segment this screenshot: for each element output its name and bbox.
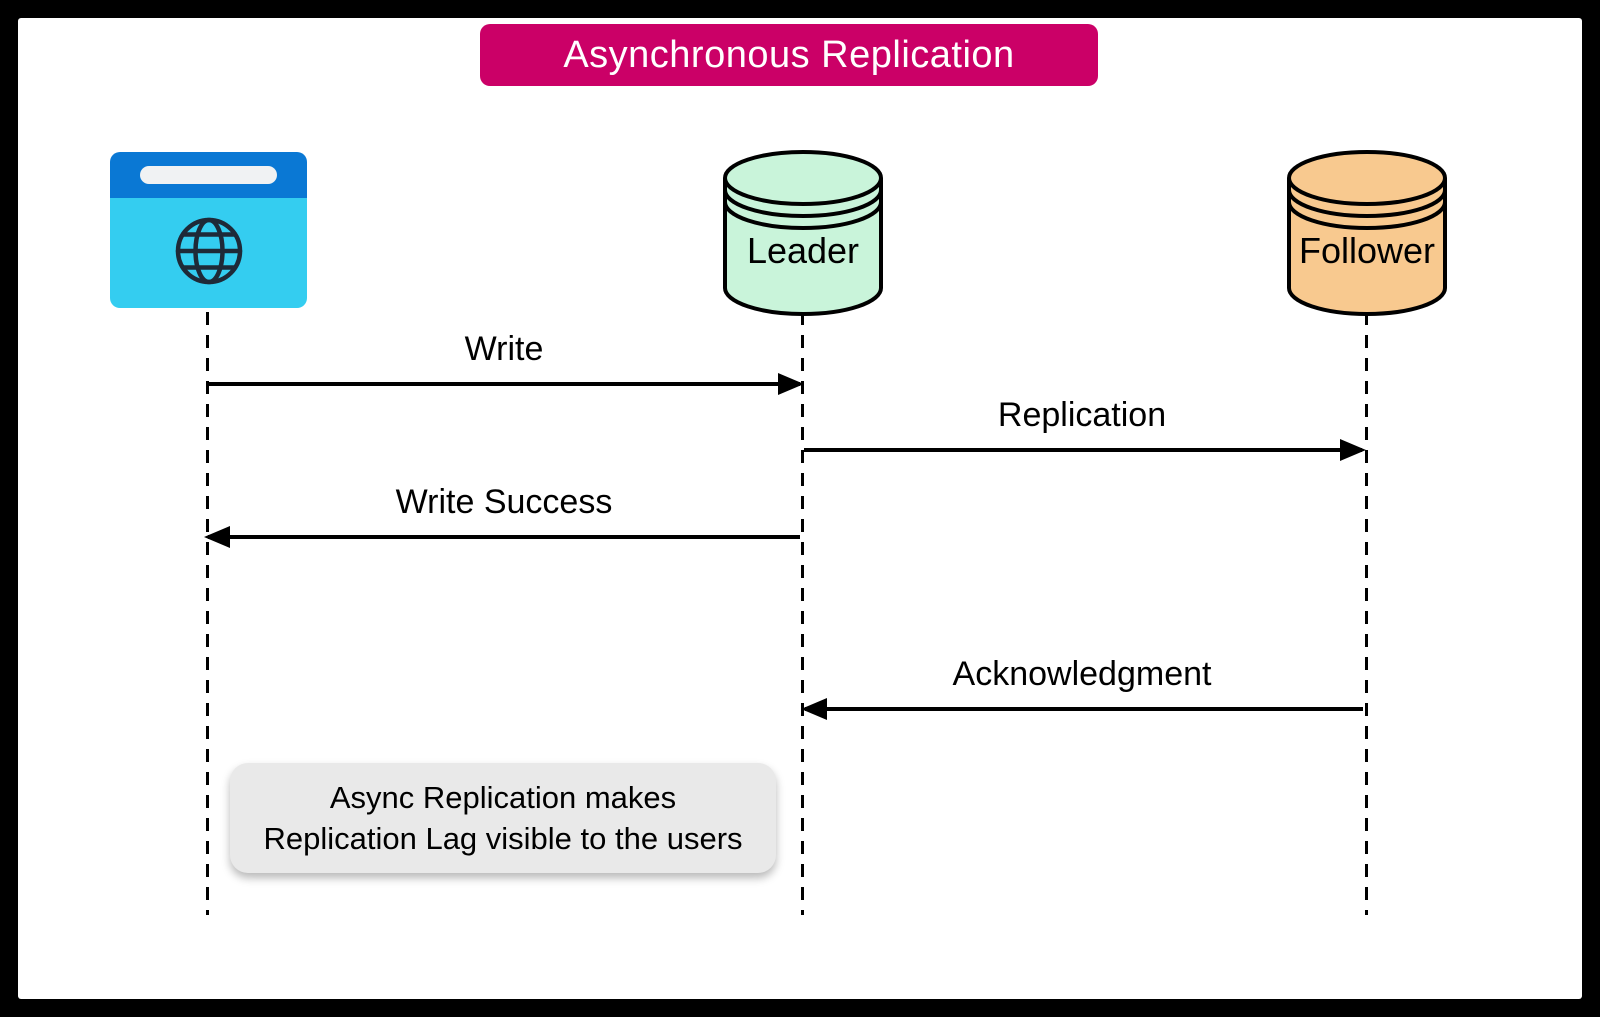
- message-arrow-acknowledgment: [801, 698, 1363, 720]
- actor-leader-label: Leader: [746, 230, 860, 271]
- note-line-1: Async Replication makes: [329, 780, 677, 815]
- browser-address-bar: [140, 166, 277, 184]
- browser-titlebar: [110, 152, 307, 198]
- client-browser-icon: [110, 152, 307, 308]
- actor-leader: Leader: [722, 148, 884, 318]
- actor-follower-label: Follower: [1298, 230, 1436, 271]
- message-label-replication: Replication: [997, 396, 1167, 434]
- lifeline-follower: [1365, 312, 1368, 915]
- diagram-canvas: Asynchronous Replication: [18, 18, 1582, 999]
- message-arrow-replication: [804, 439, 1366, 461]
- message-label-acknowledgment: Acknowledgment: [952, 655, 1212, 693]
- note-line-2: Replication Lag visible to the users: [263, 821, 743, 856]
- diagram-title: Asynchronous Replication: [480, 24, 1098, 86]
- lifeline-client: [206, 312, 209, 915]
- note-box: Async Replication makes Replication Lag …: [230, 763, 776, 873]
- lifeline-leader: [801, 312, 804, 915]
- message-label-write-success: Write Success: [395, 483, 613, 521]
- browser-viewport: [110, 198, 307, 308]
- message-label-write: Write: [464, 330, 544, 368]
- actor-follower: Follower: [1286, 148, 1448, 318]
- message-arrow-write: [208, 373, 804, 395]
- message-arrow-write-success: [204, 526, 800, 548]
- globe-icon: [173, 215, 245, 292]
